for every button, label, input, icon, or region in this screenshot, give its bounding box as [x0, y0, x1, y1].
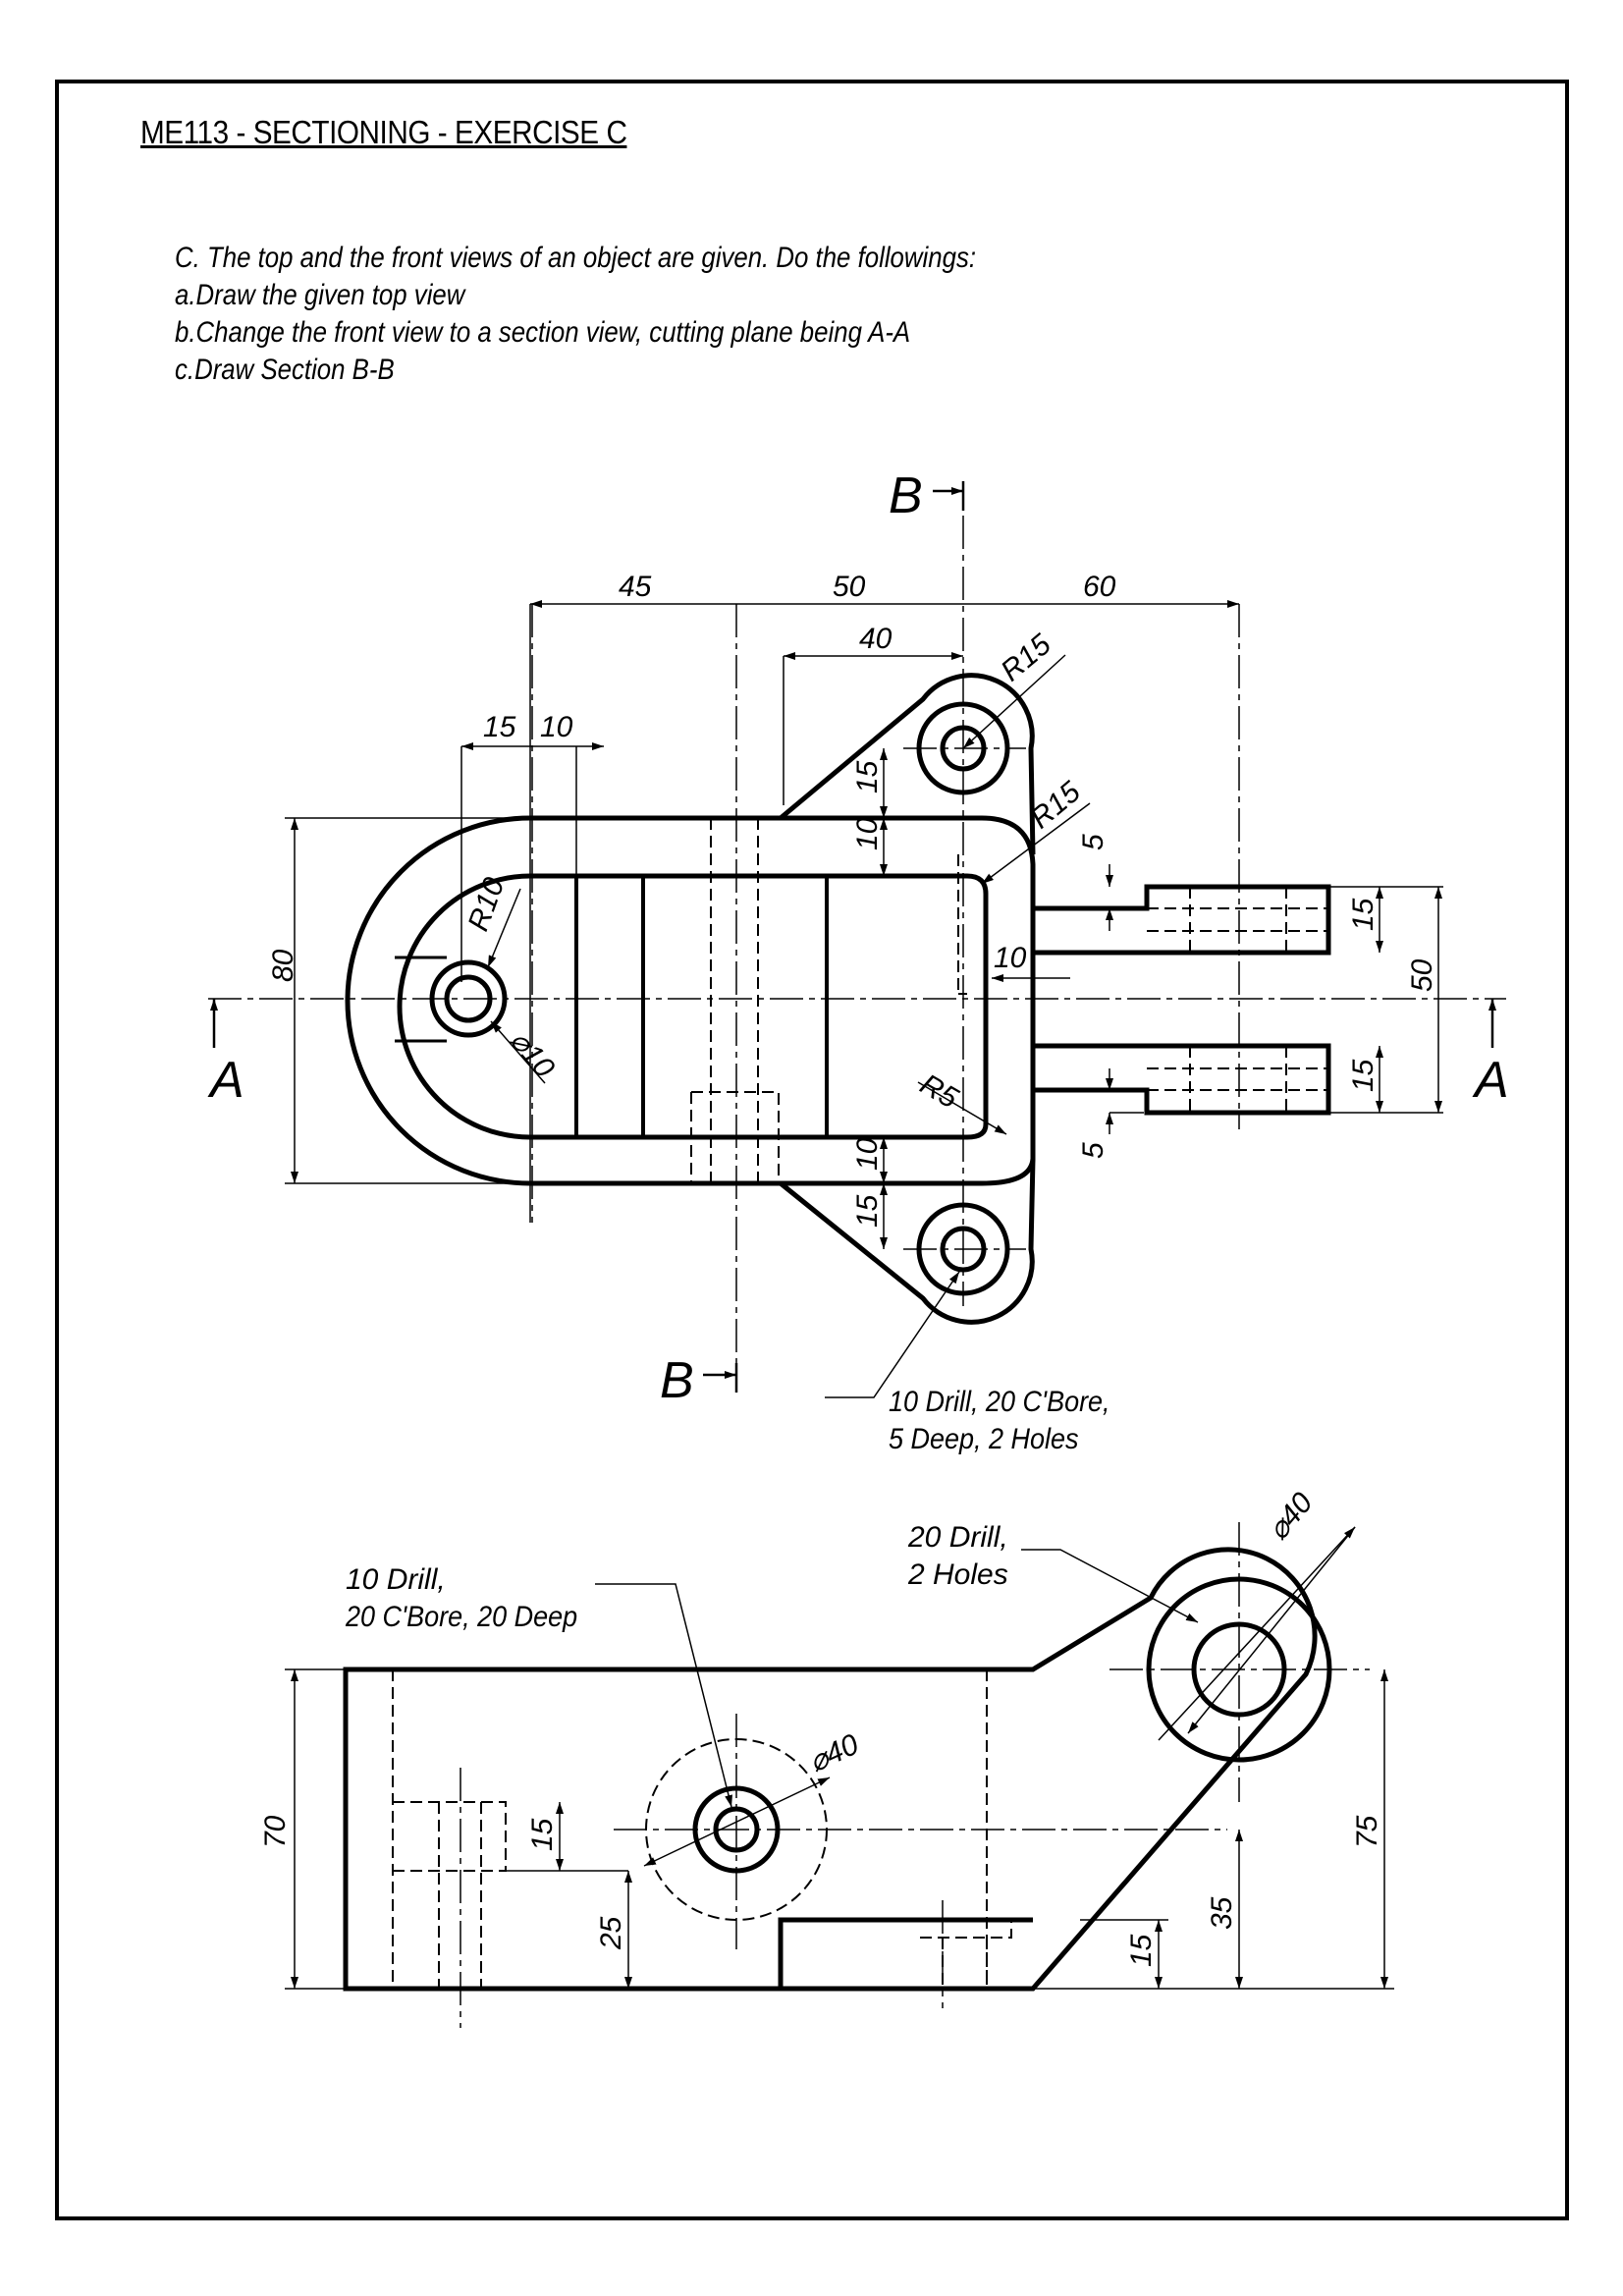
- sheet-border: [55, 80, 1569, 2220]
- dim-r15-upper: R15: [995, 629, 1057, 688]
- front-note-right-1: 20 Drill,: [907, 1521, 1008, 1554]
- front-outline: [343, 1547, 1318, 1992]
- bottom-lug: [779, 1158, 1036, 1325]
- top-lug: [779, 673, 1036, 855]
- dim-15-lug-top: 15: [851, 760, 884, 793]
- dim-15-front: 15: [526, 1818, 559, 1851]
- dim-r5: R5: [915, 1067, 964, 1115]
- dim-15-tab-top: 15: [1347, 898, 1380, 931]
- instruction-line: c.Draw Section B-B: [175, 354, 395, 386]
- left-hole-outer: [429, 959, 508, 1038]
- top-inner-pocket: [397, 873, 989, 1140]
- dim-50: 50: [833, 571, 866, 603]
- instruction-line: a.Draw the given top view: [175, 279, 465, 311]
- dim-15-top: 15: [483, 711, 516, 743]
- dim-10-lug-bottom: 10: [851, 1137, 884, 1171]
- dim-dia40-front: ⌀40: [804, 1728, 864, 1779]
- dim-60: 60: [1083, 571, 1116, 603]
- dim-75: 75: [1351, 1815, 1383, 1848]
- dim-dia40-lug: ⌀40: [1262, 1487, 1320, 1547]
- dim-5-lower: 5: [1077, 1142, 1109, 1159]
- dim-r10: R10: [462, 873, 512, 935]
- dim-10-lug-top: 10: [851, 817, 884, 850]
- dim-35: 35: [1206, 1896, 1238, 1930]
- left-hole-inner: [444, 974, 493, 1023]
- dim-40: 40: [859, 623, 893, 655]
- section-label-b-bottom: B: [660, 1352, 694, 1409]
- instructions: C. The top and the front views of an obj…: [175, 240, 976, 389]
- front-note-left-2: 20 C'Bore, 20 Deep: [345, 1601, 577, 1634]
- dim-5-upper: 5: [1077, 834, 1109, 850]
- section-label-a-left: A: [207, 1052, 244, 1109]
- dim-80: 80: [267, 949, 299, 982]
- dim-25-front: 25: [595, 1916, 627, 1950]
- dim-15-tab-bottom: 15: [1347, 1059, 1380, 1092]
- top-note-line2: 5 Deep, 2 Holes: [889, 1423, 1078, 1456]
- dim-10-top: 10: [540, 711, 573, 743]
- section-label-a-right: A: [1472, 1052, 1509, 1109]
- top-outline: [345, 815, 1036, 1186]
- front-note-right-2: 2 Holes: [907, 1558, 1008, 1591]
- front-view: [285, 1522, 1394, 2028]
- top-note-line1: 10 Drill, 20 C'Bore,: [889, 1386, 1110, 1419]
- dim-10-right: 10: [994, 942, 1027, 974]
- front-note-left-1: 10 Drill,: [346, 1563, 446, 1596]
- dim-50-right: 50: [1406, 958, 1438, 992]
- dim-70: 70: [259, 1815, 292, 1848]
- section-label-b-top: B: [889, 467, 923, 524]
- dim-dia10: ⌀10: [504, 1024, 562, 1084]
- page-title: ME113 - SECTIONING - EXERCISE C: [140, 114, 627, 150]
- instruction-line: b.Change the front view to a section vie…: [175, 316, 911, 349]
- dim-45: 45: [619, 571, 652, 603]
- dim-15-notch: 15: [1125, 1934, 1158, 1967]
- instruction-line: C. The top and the front views of an obj…: [175, 242, 977, 274]
- dim-15-lug-bottom: 15: [851, 1194, 884, 1228]
- top-view: [208, 481, 1506, 1398]
